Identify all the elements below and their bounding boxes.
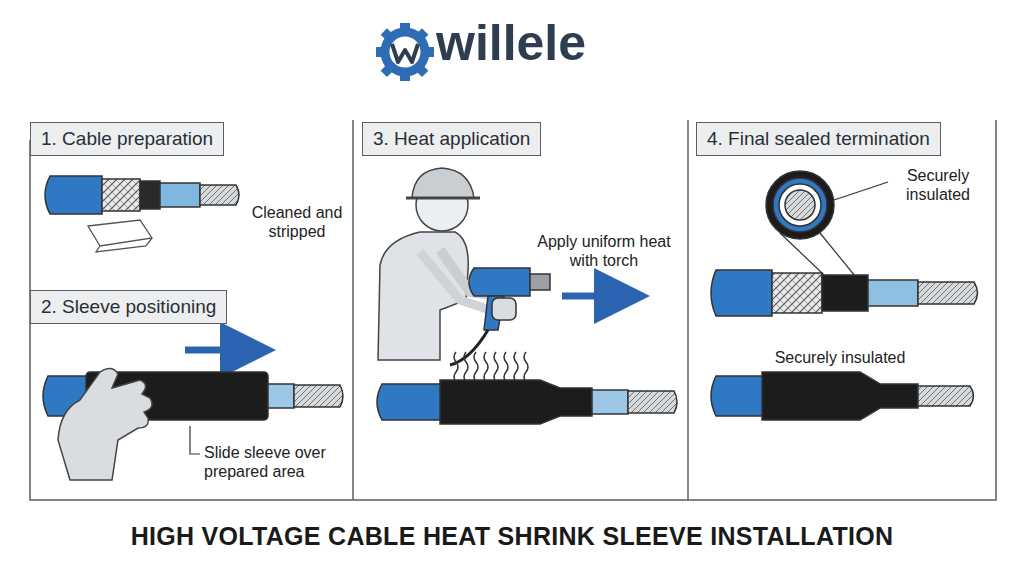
- heading-text: 1. Cable preparation: [41, 128, 213, 149]
- direction-arrow: [562, 293, 636, 300]
- step-heading: 3. Heat application: [362, 122, 541, 156]
- diagram-title: HIGH VOLTAGE CABLE HEAT SHRINK SLEEVE IN…: [0, 522, 1024, 551]
- panel-frame: [30, 120, 996, 500]
- step-note: Cleaned and stripped: [244, 203, 350, 241]
- terminated-cable: [711, 270, 978, 316]
- step-heading: 2. Sleeve positioning: [30, 290, 227, 324]
- heat-wave: [484, 352, 488, 382]
- step-heading: 1. Cable preparation: [30, 122, 224, 156]
- step-note: Apply uniform heat with torch: [526, 232, 682, 270]
- heat-gun: [450, 268, 550, 365]
- heat-wave: [494, 352, 498, 382]
- callout-label: Securely insulated: [740, 348, 940, 367]
- cross-section: [766, 171, 834, 239]
- sealed-cable: [711, 372, 974, 420]
- stripped-cable: [45, 176, 239, 214]
- leader-line: [190, 426, 200, 454]
- callout-label: Securely insulated: [888, 166, 988, 204]
- heat-waves: [454, 352, 528, 382]
- heading-text: 2. Sleeve positioning: [41, 296, 216, 317]
- logo-gear: [376, 23, 434, 81]
- leader-line: [834, 182, 888, 200]
- worker: [378, 168, 500, 360]
- heat-wave: [474, 352, 478, 382]
- step-note: Slide sleeve over prepared area: [204, 443, 349, 481]
- heat-wave: [464, 352, 468, 382]
- heat-wave: [454, 352, 458, 382]
- heat-wave: [524, 352, 528, 382]
- heading-text: 3. Heat application: [373, 128, 530, 149]
- heat-wave: [504, 352, 508, 382]
- direction-arrow: [185, 347, 262, 354]
- heading-text: 4. Final sealed termination: [707, 128, 930, 149]
- step-heading: 4. Final sealed termination: [696, 122, 941, 156]
- shrinking-cable: [377, 380, 677, 424]
- brand-logo: willele: [436, 18, 696, 68]
- heat-wave: [514, 352, 518, 382]
- cleaning-cloth: [88, 220, 152, 252]
- gloved-hand: [58, 368, 152, 480]
